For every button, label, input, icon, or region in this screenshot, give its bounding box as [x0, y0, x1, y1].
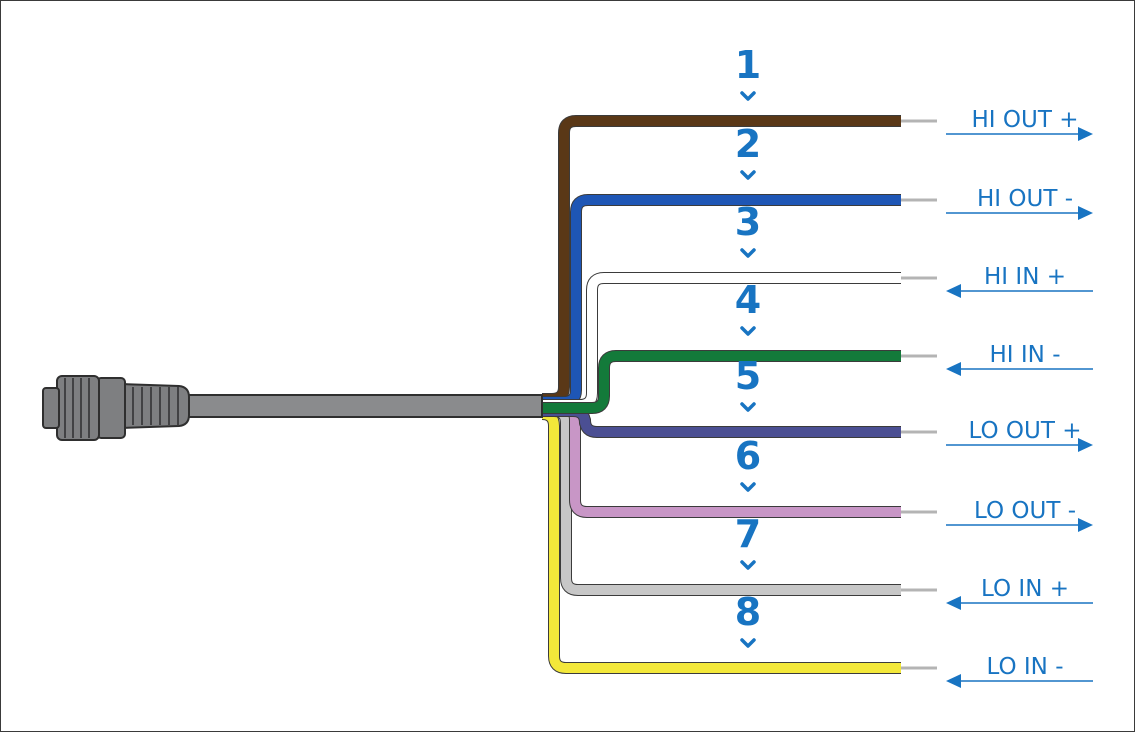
pin-number: 8 — [735, 590, 761, 634]
pin-number: 3 — [735, 200, 761, 244]
labels-layer: 1 HI OUT + 2 HI OUT - 3 HI IN + 4 HI IN - 5 LO OU… — [735, 43, 1093, 688]
wire-6-outline — [542, 402, 901, 518]
pin-number: 5 — [735, 354, 761, 398]
wire-5 — [542, 406, 901, 437]
signal-label: HI OUT - — [977, 186, 1073, 212]
pin-number: 4 — [735, 278, 761, 322]
wires-layer — [541, 115, 937, 674]
cable — [180, 394, 543, 418]
arrow-left-icon — [946, 362, 1093, 376]
pin-number: 2 — [735, 122, 761, 166]
chevron-down-icon — [740, 560, 756, 570]
wire-4 — [542, 351, 901, 413]
connector-face — [42, 387, 60, 429]
connector-nut — [56, 375, 100, 441]
chevron-down-icon — [740, 91, 756, 101]
signal-label: LO IN - — [986, 654, 1063, 680]
wire-8 — [541, 409, 901, 673]
signal-label: HI OUT + — [972, 107, 1079, 133]
wire-8-outline — [541, 408, 901, 674]
chevron-down-icon — [740, 326, 756, 336]
arrow-left-icon — [946, 284, 1093, 298]
signal-label: LO OUT - — [974, 498, 1076, 524]
arrow-right-icon — [946, 206, 1093, 220]
connector-body — [96, 377, 126, 439]
chevron-down-icon — [740, 248, 756, 258]
cable-and-connector — [42, 375, 543, 441]
chevron-down-icon — [740, 482, 756, 492]
pin-number: 7 — [735, 512, 761, 556]
signal-label: LO IN + — [981, 576, 1069, 602]
chevron-down-icon — [740, 170, 756, 180]
connector-boot — [120, 382, 190, 430]
arrow-right-icon — [946, 127, 1093, 141]
wire-6 — [542, 403, 901, 517]
chevron-down-icon — [740, 402, 756, 412]
signal-label: HI IN + — [984, 264, 1066, 290]
chevron-down-icon — [740, 638, 756, 648]
arrow-right-icon — [946, 438, 1093, 452]
pin-number: 6 — [735, 434, 761, 478]
arrow-left-icon — [946, 596, 1093, 610]
pin-number: 1 — [735, 43, 761, 87]
arrow-left-icon — [946, 674, 1093, 688]
arrow-right-icon — [946, 518, 1093, 532]
signal-label: LO OUT + — [969, 418, 1082, 444]
wire-3 — [542, 273, 901, 410]
signal-label: HI IN - — [990, 342, 1061, 368]
